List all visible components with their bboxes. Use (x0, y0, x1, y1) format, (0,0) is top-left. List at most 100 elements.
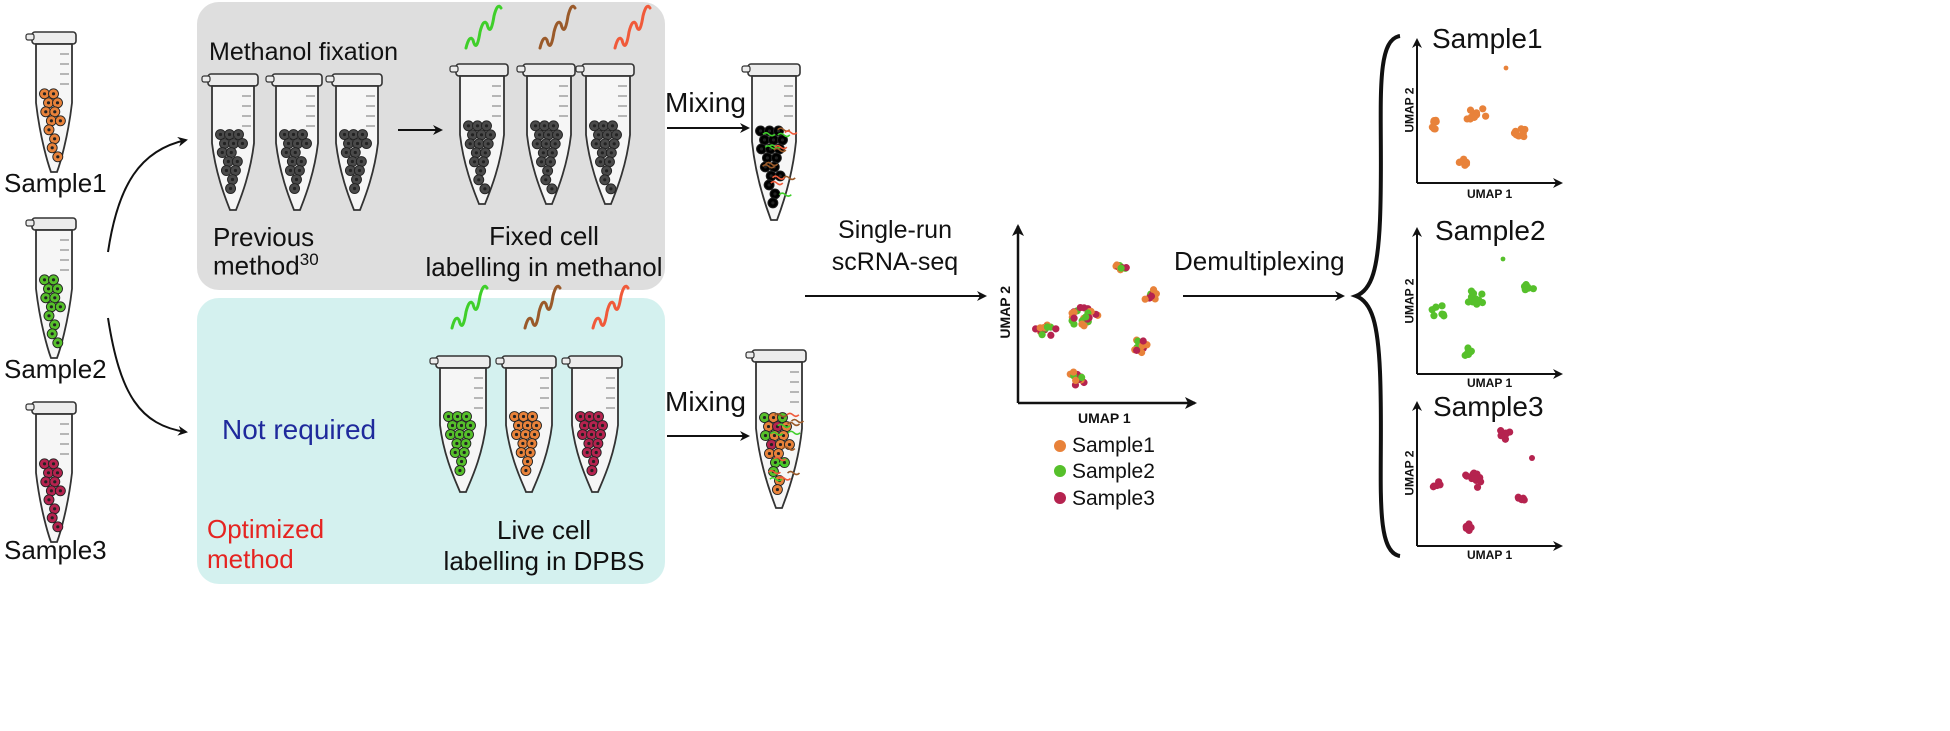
legend-sample3: Sample3 (1072, 487, 1155, 510)
umap-sample2-title: Sample2 (1435, 215, 1546, 246)
main-umap-point (1139, 337, 1147, 345)
umap-sample1-point (1482, 112, 1490, 120)
legend-sample2: Sample2 (1072, 460, 1155, 483)
sequencing-label-line2: scRNA-seq (831, 248, 959, 276)
umap-sample1-point (1503, 65, 1509, 71)
umap-sample3-points (1429, 427, 1535, 535)
barcode-bottom-1 (450, 284, 489, 330)
umap-sample2-point (1439, 310, 1447, 319)
umap-sample3-point (1429, 483, 1437, 491)
umap-sample2-point (1478, 290, 1486, 298)
barcode-top-1 (464, 4, 503, 50)
umap-sample3-xlabel: UMAP 1 (1467, 548, 1513, 562)
main-umap-point (1134, 337, 1142, 345)
previous-method-line1: Previous (213, 222, 315, 252)
umap-sample1-point (1431, 125, 1439, 133)
fixed-cell-line1: Fixed cell (489, 221, 599, 251)
legend-markers (1054, 440, 1066, 504)
live-label-tube-1 (429, 355, 491, 493)
umap-sample2-xlabel: UMAP 1 (1467, 376, 1513, 390)
umap-sample1-point (1511, 129, 1519, 137)
main-umap-point (1052, 325, 1060, 333)
umap-sample3-point (1436, 481, 1444, 489)
sample1-tube (25, 31, 77, 173)
arrow-to-optimized (107, 317, 188, 436)
umap-sample2-point (1522, 281, 1530, 289)
mixing-label-top: Mixing (665, 87, 746, 118)
umap-sample1-point (1521, 125, 1529, 134)
sample3-label: Sample3 (4, 535, 107, 565)
main-umap-point (1141, 295, 1149, 303)
fixed-label-tube-1 (449, 63, 509, 205)
live-label-tube-2 (495, 355, 557, 493)
demultiplexing-label: Demultiplexing (1174, 246, 1345, 276)
umap-sample2-point (1430, 312, 1438, 320)
sample1-label: Sample1 (4, 168, 107, 198)
live-cell-line1: Live cell (497, 515, 591, 545)
legend-sample1-marker (1054, 440, 1066, 452)
umap-sample3-point (1462, 524, 1470, 532)
main-umap-point (1078, 373, 1086, 382)
sequencing-label-line1: Single-run (838, 216, 952, 244)
mixed-live-tube (745, 349, 807, 509)
main-umap-point (1078, 320, 1086, 328)
umap-sample3-ylabel: UMAP 2 (1402, 450, 1417, 496)
optimized-method-line1: Optimized (207, 514, 325, 544)
fixed-label-tube-2 (516, 63, 576, 205)
barcode-top-2 (538, 4, 577, 50)
main-umap-point (1117, 264, 1125, 272)
umap-sample1-points (1428, 65, 1529, 169)
live-label-tube-3 (561, 355, 623, 493)
umap-sample3-title: Sample3 (1433, 391, 1544, 422)
curly-brace (1350, 34, 1401, 558)
fixation-tube-2 (265, 73, 323, 211)
main-umap-point (1149, 286, 1158, 294)
citation-superscript: 30 (299, 250, 319, 269)
umap-sample3-point (1471, 475, 1479, 483)
main-umap-point (1147, 292, 1156, 300)
mixing-label-bottom: Mixing (665, 386, 746, 417)
umap-sample1-point (1479, 105, 1487, 113)
previous-method-text: method (213, 250, 300, 281)
umap-sample1-point (1430, 118, 1438, 126)
main-umap-point (1082, 313, 1090, 321)
fixation-tube-1 (201, 73, 259, 211)
main-umap-point (1038, 331, 1046, 339)
main-umap-point (1080, 304, 1088, 312)
umap-sample1-xlabel: UMAP 1 (1467, 187, 1513, 201)
legend-sample2-marker (1054, 465, 1066, 477)
umap-sample3-point (1477, 478, 1485, 486)
optimized-method-line2: method (207, 544, 294, 574)
sample3-tube (25, 401, 77, 543)
umap-sample1-plot (1412, 38, 1563, 188)
umap-sample2-point (1500, 256, 1506, 262)
main-umap-points (1032, 261, 1160, 389)
main-umap-point (1047, 331, 1055, 339)
barcode-top-3 (613, 4, 652, 50)
umap-sample3-plot (1412, 401, 1563, 551)
umap-sample1-point (1466, 106, 1475, 114)
previous-method-line2: method30 (213, 250, 319, 281)
legend-sample3-marker (1054, 492, 1066, 504)
umap-sample3-point (1463, 472, 1471, 480)
umap-sample2-plot (1412, 227, 1563, 379)
umap-sample3-point (1470, 469, 1478, 477)
umap-sample2-point (1467, 287, 1476, 295)
main-umap-point (1133, 346, 1141, 354)
mixed-fixed-tube (741, 63, 801, 221)
arrow-to-methanol (107, 136, 188, 253)
umap-sample2-point (1464, 349, 1472, 357)
fixed-cell-line2: labelling in methanol (425, 252, 663, 282)
live-cell-line2: labelling in DPBS (443, 546, 645, 576)
sample2-label: Sample2 (4, 354, 107, 384)
fixed-label-tube-3 (575, 63, 635, 205)
barcode-bottom-2 (523, 284, 562, 330)
umap-sample2-point (1470, 298, 1478, 306)
umap-sample3-point (1473, 483, 1482, 491)
umap-sample2-point (1464, 298, 1473, 306)
main-umap-point (1072, 376, 1080, 384)
main-umap-ylabel: UMAP 2 (997, 285, 1014, 339)
main-umap-point (1070, 314, 1078, 322)
